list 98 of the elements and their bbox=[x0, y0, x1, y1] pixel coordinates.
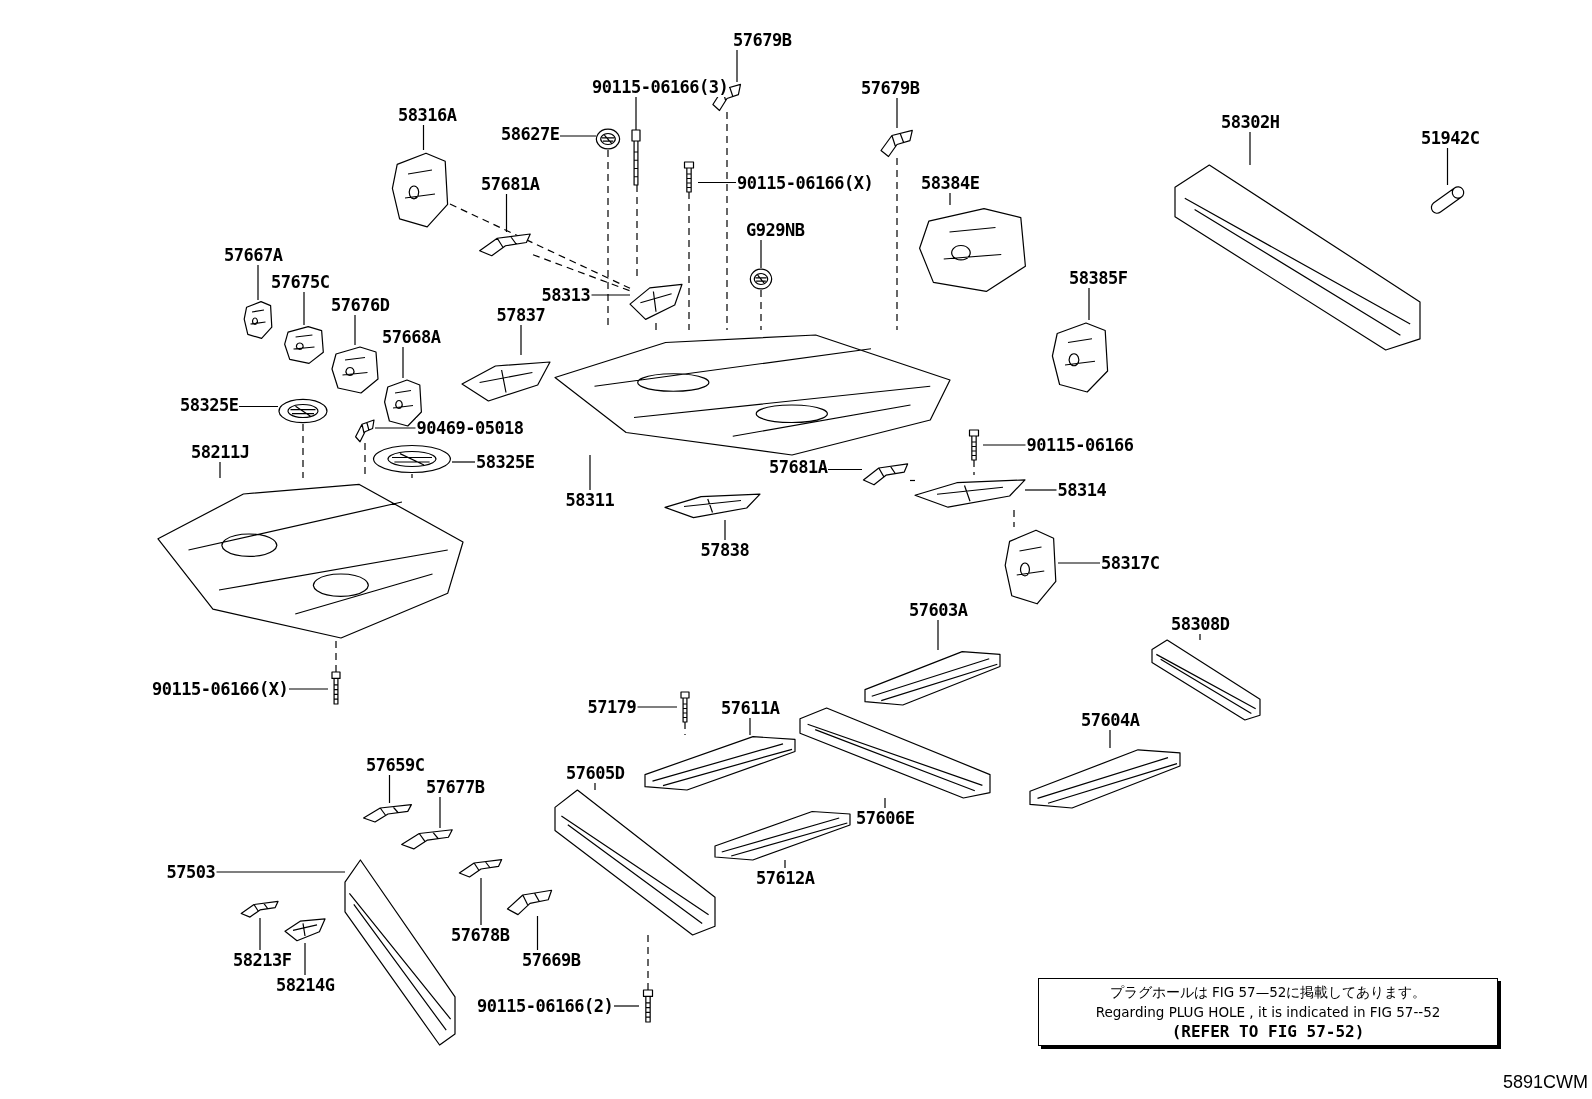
note-box bbox=[1038, 978, 1498, 1046]
bracket-drawing bbox=[355, 418, 375, 443]
leader-line bbox=[559, 135, 597, 137]
panel-drawing bbox=[330, 345, 380, 395]
leader-line bbox=[288, 688, 329, 690]
leader-line bbox=[589, 454, 591, 491]
leader-line bbox=[520, 324, 522, 356]
dashed-guide-line bbox=[896, 157, 898, 331]
leader-line bbox=[982, 444, 1027, 446]
leader-line bbox=[1057, 562, 1101, 564]
bolt-drawing bbox=[328, 672, 344, 704]
leader-line bbox=[215, 871, 346, 873]
leader-line bbox=[536, 915, 539, 951]
leader-line bbox=[257, 264, 259, 301]
dashed-guide-line bbox=[647, 934, 649, 991]
bracket-drawing bbox=[458, 858, 504, 878]
leader-line bbox=[422, 124, 425, 151]
leader-line bbox=[697, 181, 737, 184]
leader-line bbox=[451, 461, 476, 463]
rail-drawing bbox=[555, 790, 715, 935]
grommet-drawing bbox=[596, 128, 620, 150]
leader-line bbox=[937, 619, 939, 651]
panel-drawing bbox=[243, 300, 273, 340]
bracket-drawing bbox=[240, 900, 280, 918]
leader-line bbox=[1199, 633, 1201, 641]
grommet-drawing bbox=[278, 398, 328, 424]
dashed-guide-line bbox=[760, 289, 762, 331]
bracket-drawing bbox=[400, 828, 455, 850]
drawing-code: 5891CWM bbox=[1502, 1072, 1588, 1093]
bracket-drawing bbox=[862, 462, 910, 486]
rail-drawing bbox=[1030, 748, 1180, 808]
leader-line bbox=[635, 96, 637, 131]
rail-drawing bbox=[865, 650, 1000, 705]
note-text: (REFER TO FIG 57-52) bbox=[1170, 1022, 1366, 1042]
dashed-guide-line bbox=[449, 203, 631, 289]
bolt-drawing bbox=[677, 692, 693, 722]
dashed-guide-line bbox=[636, 184, 638, 279]
panel-drawing bbox=[283, 325, 325, 365]
rail-drawing bbox=[800, 708, 990, 798]
leader-line bbox=[1088, 287, 1090, 321]
bracket-drawing bbox=[880, 128, 914, 158]
leader-line bbox=[1446, 147, 1449, 186]
leader-line bbox=[238, 405, 279, 408]
leader-line bbox=[896, 97, 898, 129]
leader-line bbox=[388, 774, 391, 804]
note-text: プラグホールは FIG 57—52に掲載してあります。 bbox=[1108, 983, 1428, 1002]
bolt-drawing bbox=[628, 130, 644, 185]
dashed-guide-line bbox=[688, 191, 690, 331]
leader-line bbox=[724, 519, 726, 541]
plug-drawing bbox=[1430, 185, 1465, 215]
leader-line bbox=[304, 942, 306, 976]
leader-line bbox=[760, 239, 762, 269]
leader-line bbox=[613, 1005, 640, 1007]
leader-line bbox=[259, 917, 261, 951]
leader-line bbox=[736, 49, 738, 83]
dashed-guide-line bbox=[726, 111, 728, 331]
panel-drawing bbox=[390, 150, 450, 230]
leader-line bbox=[303, 291, 305, 326]
leader-line bbox=[439, 796, 441, 829]
leader-line bbox=[949, 192, 951, 206]
dashed-guide-line bbox=[411, 473, 413, 479]
rail-drawing bbox=[645, 735, 795, 790]
leader-line bbox=[1109, 729, 1111, 749]
grommet-drawing bbox=[372, 444, 452, 474]
leader-line bbox=[884, 797, 886, 809]
dashed-guide-line bbox=[909, 479, 916, 482]
leader-line bbox=[219, 461, 221, 479]
dashed-guide-line bbox=[532, 254, 631, 292]
leader-line bbox=[749, 717, 751, 736]
leader-line bbox=[402, 346, 404, 379]
leader-line bbox=[374, 427, 417, 429]
dashed-guide-line bbox=[302, 423, 304, 479]
plate-drawing bbox=[285, 915, 325, 943]
grommet-drawing bbox=[750, 268, 772, 290]
leader-line bbox=[827, 468, 863, 471]
leader-line bbox=[354, 314, 356, 346]
rail-drawing bbox=[1175, 165, 1420, 350]
dashed-guide-line bbox=[655, 322, 657, 331]
leader-line bbox=[505, 193, 508, 233]
panel-drawing bbox=[1050, 320, 1110, 395]
bracket-drawing bbox=[362, 803, 414, 823]
leader-line bbox=[1024, 489, 1058, 491]
bracket-drawing bbox=[478, 232, 533, 257]
leader-line bbox=[480, 877, 482, 926]
callout-number: 90115-06166(3) bbox=[591, 77, 730, 97]
leader-line bbox=[784, 859, 786, 869]
dashed-guide-line bbox=[973, 459, 975, 476]
leader-line bbox=[594, 782, 596, 791]
leader-line bbox=[1249, 131, 1251, 166]
leader-line bbox=[590, 294, 631, 296]
bracket-drawing bbox=[506, 888, 554, 916]
panel-drawing bbox=[1003, 527, 1058, 607]
dashed-guide-line bbox=[1013, 509, 1015, 528]
leader-line bbox=[636, 706, 678, 708]
dashed-guide-line bbox=[684, 721, 686, 736]
rail-drawing bbox=[1152, 640, 1260, 720]
rail-drawing bbox=[715, 810, 850, 860]
note-text: Regarding PLUG HOLE , it is indicated in FIG 57--52 bbox=[1094, 1003, 1442, 1022]
